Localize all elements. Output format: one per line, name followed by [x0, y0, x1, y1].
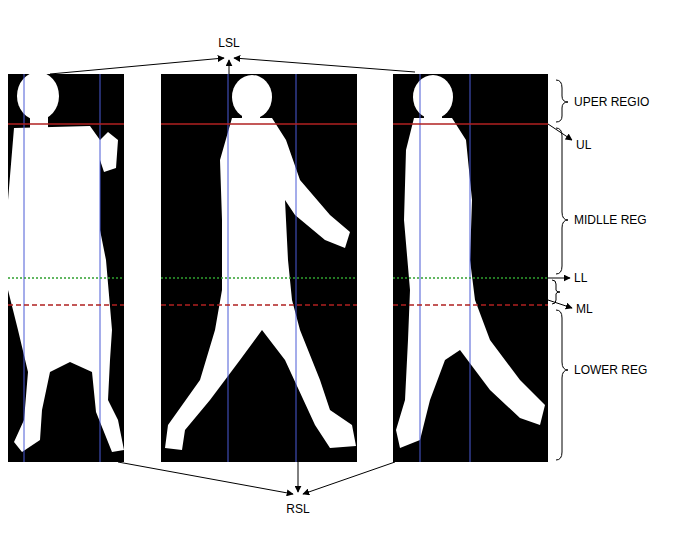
region-label: UPER REGIO: [574, 95, 649, 109]
lower-line: [8, 277, 548, 279]
vertical-guide: [24, 74, 470, 462]
panel: [8, 74, 124, 462]
region-label: MIDLLE REG: [574, 213, 647, 227]
region-label: ML: [576, 302, 593, 316]
region-label: RSL: [286, 502, 309, 516]
silhouette: [165, 75, 356, 450]
region-label: LL: [574, 271, 587, 285]
upper-line: [8, 123, 548, 125]
region-label: LSL: [218, 36, 239, 50]
region-label: LOWER REG: [574, 363, 647, 377]
leader-arrow: [50, 58, 415, 494]
region-brace: [552, 80, 568, 460]
region-label: UL: [576, 138, 591, 152]
panel: [161, 74, 357, 462]
panel: [393, 74, 548, 462]
silhouette: [8, 74, 124, 452]
leader-arrow: [548, 124, 572, 308]
middle-line: [8, 304, 548, 306]
